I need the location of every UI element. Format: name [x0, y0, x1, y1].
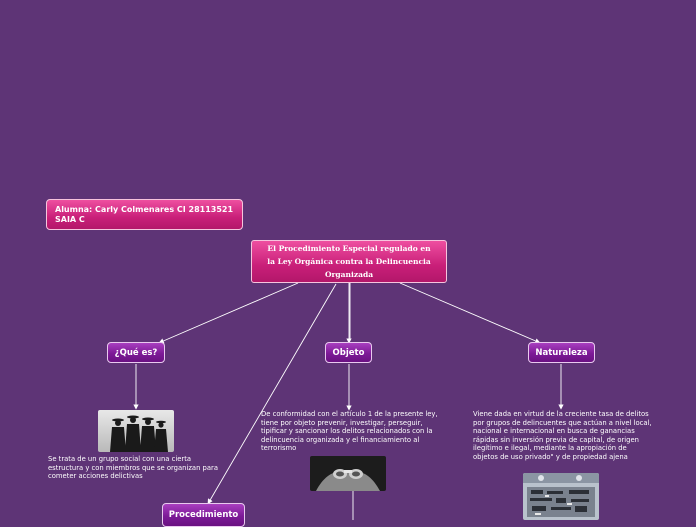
objeto-label: Objeto: [332, 347, 365, 358]
central-topic-node[interactable]: El Procedimiento Especial regulado en la…: [251, 240, 447, 283]
link-root-procedimiento: [207, 283, 337, 505]
procedimiento-node[interactable]: Procedimiento: [162, 503, 245, 527]
author-label: Alumna: Carly Colmenares CI 28113521 SAI…: [55, 204, 234, 224]
que-es-description: Se trata de un grupo social con una cier…: [48, 455, 218, 481]
que-es-label: ¿Qué es?: [114, 347, 158, 358]
procedimiento-label: Procedimiento: [168, 510, 239, 520]
objeto-node[interactable]: Objeto: [325, 342, 372, 363]
central-topic-label: El Procedimiento Especial regulado en la…: [267, 244, 431, 279]
objeto-description: De conformidad con el artículo 1 de la p…: [261, 410, 438, 453]
link-root-que: [158, 282, 299, 344]
handcuffed-hands-image: [310, 456, 386, 491]
naturaleza-description: Viene dada en virtud de la creciente tas…: [473, 410, 652, 461]
link-root-naturaleza: [399, 282, 541, 344]
que-es-node[interactable]: ¿Qué es?: [107, 342, 165, 363]
naturaleza-node[interactable]: Naturaleza: [528, 342, 595, 363]
naturaleza-label: Naturaleza: [535, 347, 588, 358]
seized-items-image: [523, 473, 599, 520]
gangsters-silhouette-image: [98, 410, 174, 452]
author-node[interactable]: Alumna: Carly Colmenares CI 28113521 SAI…: [46, 199, 243, 230]
